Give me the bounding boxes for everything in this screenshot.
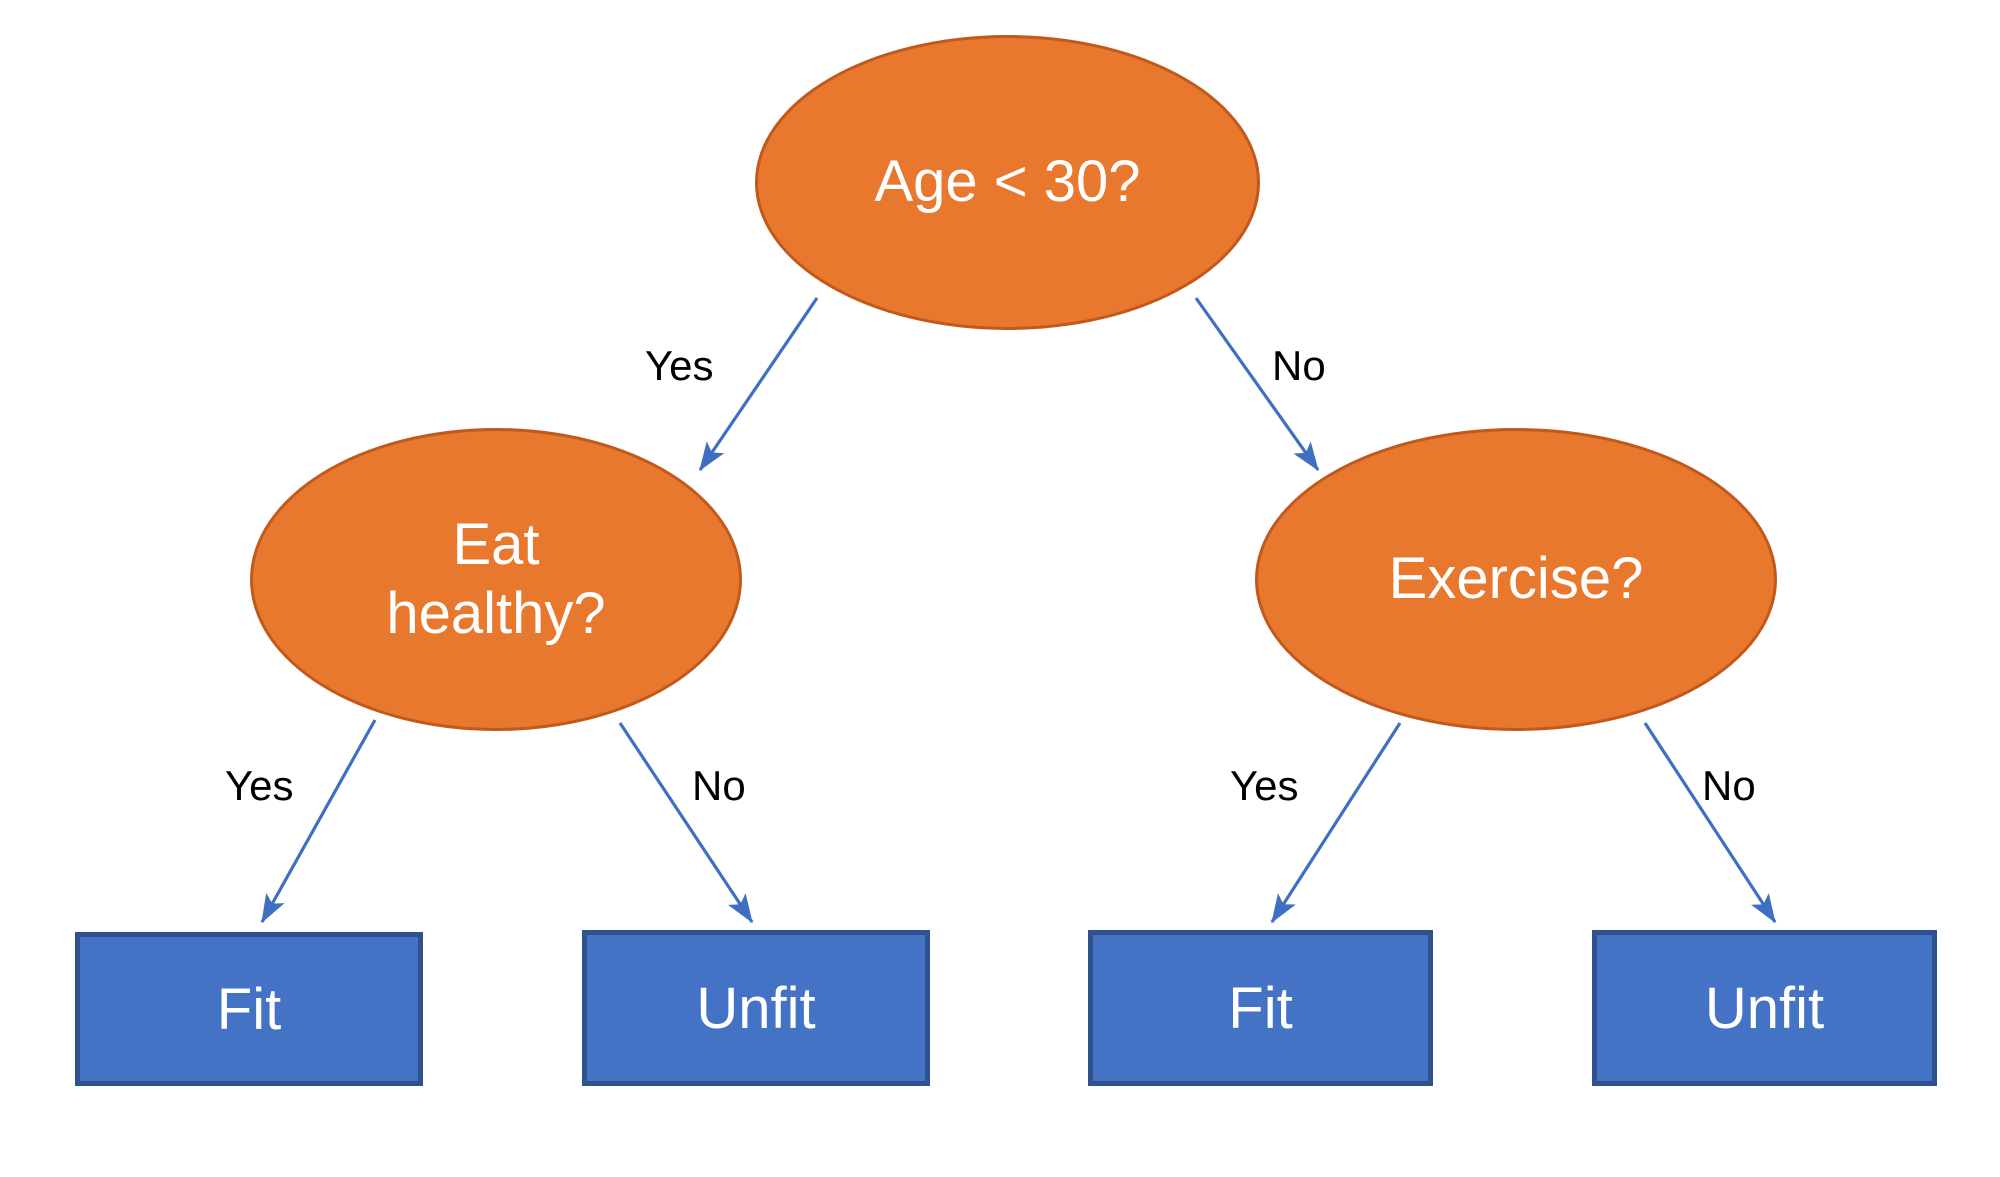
edge-label-exercise-no: No — [1702, 762, 1756, 809]
edge-eat-healthy-to-unfit — [618, 722, 754, 924]
edge-exercise-to-unfit — [1643, 722, 1777, 924]
decision-node-age-label: Age < 30? — [874, 149, 1141, 215]
edge-exercise-to-fit — [1270, 722, 1402, 924]
decision-node-age[interactable]: Age < 30? — [755, 35, 1260, 330]
decision-node-exercise-label: Exercise? — [1388, 546, 1644, 612]
decision-node-eat-healthy-label: Eat healthy? — [372, 511, 619, 648]
decision-node-exercise[interactable]: Exercise? — [1255, 428, 1777, 731]
edge-label-exercise-yes: Yes — [1230, 762, 1299, 809]
edge-root-to-eat-healthy — [698, 297, 819, 472]
leaf-node-fit-2-label: Fit — [1228, 975, 1293, 1041]
leaf-node-unfit-1[interactable]: Unfit — [582, 930, 930, 1086]
edge-label-root-yes: Yes — [645, 342, 714, 389]
decision-node-eat-healthy[interactable]: Eat healthy? — [250, 428, 742, 731]
leaf-node-unfit-1-label: Unfit — [696, 975, 816, 1041]
decision-node-eat-healthy-label-line1: Eat — [452, 512, 540, 578]
leaf-node-fit-1-label: Fit — [216, 976, 282, 1042]
edge-label-root-no: No — [1272, 342, 1326, 389]
leaf-node-unfit-2-label: Unfit — [1704, 975, 1825, 1041]
edge-label-eat-healthy-no: No — [692, 762, 746, 809]
leaf-node-fit-1[interactable]: Fit — [75, 932, 423, 1086]
leaf-node-fit-2[interactable]: Fit — [1088, 930, 1433, 1086]
decision-node-eat-healthy-label-line2: healthy? — [386, 580, 606, 646]
edge-eat-healthy-to-fit — [260, 719, 377, 924]
leaf-node-unfit-2[interactable]: Unfit — [1592, 930, 1937, 1086]
edge-label-eat-healthy-yes: Yes — [225, 762, 294, 809]
